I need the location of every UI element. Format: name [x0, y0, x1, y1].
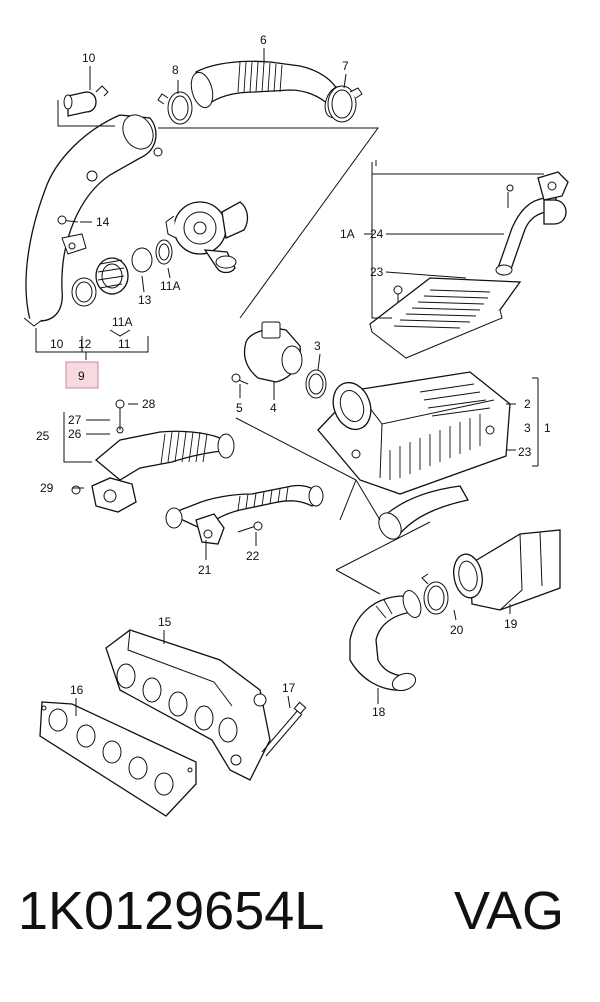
filter-outlet-hose — [378, 485, 470, 540]
label-3-seal: 3 — [314, 339, 321, 353]
intake-manifold — [105, 629, 271, 781]
label-28: 28 — [142, 397, 156, 411]
label-1A: 1A — [340, 227, 355, 241]
highlight-box-9 — [65, 361, 99, 389]
air-mass-meter — [231, 321, 327, 399]
filter-element — [368, 277, 522, 359]
label-19: 19 — [504, 617, 518, 631]
label-12: 12 — [78, 337, 92, 351]
label-4: 4 — [270, 401, 277, 415]
charge-pipe-upper — [71, 399, 235, 513]
corrugated-hose — [157, 60, 363, 125]
leader-lines — [35, 48, 544, 716]
air-filter-housing — [317, 371, 511, 495]
label-20: 20 — [450, 623, 464, 637]
part-number: 1K0129654L — [18, 881, 325, 941]
manifold-gasket — [39, 701, 197, 817]
footer: 1K0129654L VAG — [0, 880, 600, 970]
label-2: 2 — [524, 397, 531, 411]
label-6: 6 — [260, 33, 267, 47]
label-26: 26 — [68, 427, 82, 441]
air-duct — [453, 529, 561, 611]
label-23-housing: 23 — [518, 445, 532, 459]
label-10-top: 10 — [82, 51, 96, 65]
label-21: 21 — [198, 563, 212, 577]
bolt-17 — [261, 701, 307, 757]
label-23-top: 23 — [370, 265, 384, 279]
label-27: 27 — [68, 413, 82, 427]
brand-name: VAG — [454, 881, 565, 941]
label-3-housing: 3 — [524, 421, 531, 435]
breather-hose — [495, 171, 569, 276]
label-18: 18 — [372, 705, 386, 719]
label-11: 11 — [118, 337, 131, 351]
label-5: 5 — [236, 401, 243, 415]
label-24: 24 — [370, 227, 384, 241]
label-8: 8 — [172, 63, 179, 77]
turbocharger — [165, 201, 249, 274]
label-22: 22 — [246, 549, 260, 563]
intake-pipe-assembly — [23, 85, 163, 327]
label-10-bottom: 10 — [50, 337, 64, 351]
label-29: 29 — [40, 481, 54, 495]
charge-pipe-lower — [165, 484, 324, 545]
label-11A-right: 11A — [160, 279, 180, 293]
label-1: 1 — [544, 421, 551, 435]
label-7: 7 — [342, 59, 349, 73]
label-17: 17 — [282, 681, 296, 695]
parts-exploded-diagram: 10 6 8 7 14 11A 13 11A 10 12 11 9 1A 24 … — [23, 33, 569, 817]
clamp-20 — [421, 573, 449, 615]
label-15: 15 — [158, 615, 172, 629]
intake-hose-18 — [349, 590, 422, 692]
label-14: 14 — [96, 215, 110, 229]
hose-clamps-left — [71, 239, 173, 307]
callout-labels: 10 6 8 7 14 11A 13 11A 10 12 11 9 1A 24 … — [36, 33, 551, 719]
label-11A-bottom: 11A — [112, 315, 132, 329]
label-16: 16 — [70, 683, 84, 697]
label-25: 25 — [36, 429, 50, 443]
label-13: 13 — [138, 293, 152, 307]
label-9: 9 — [78, 369, 85, 383]
